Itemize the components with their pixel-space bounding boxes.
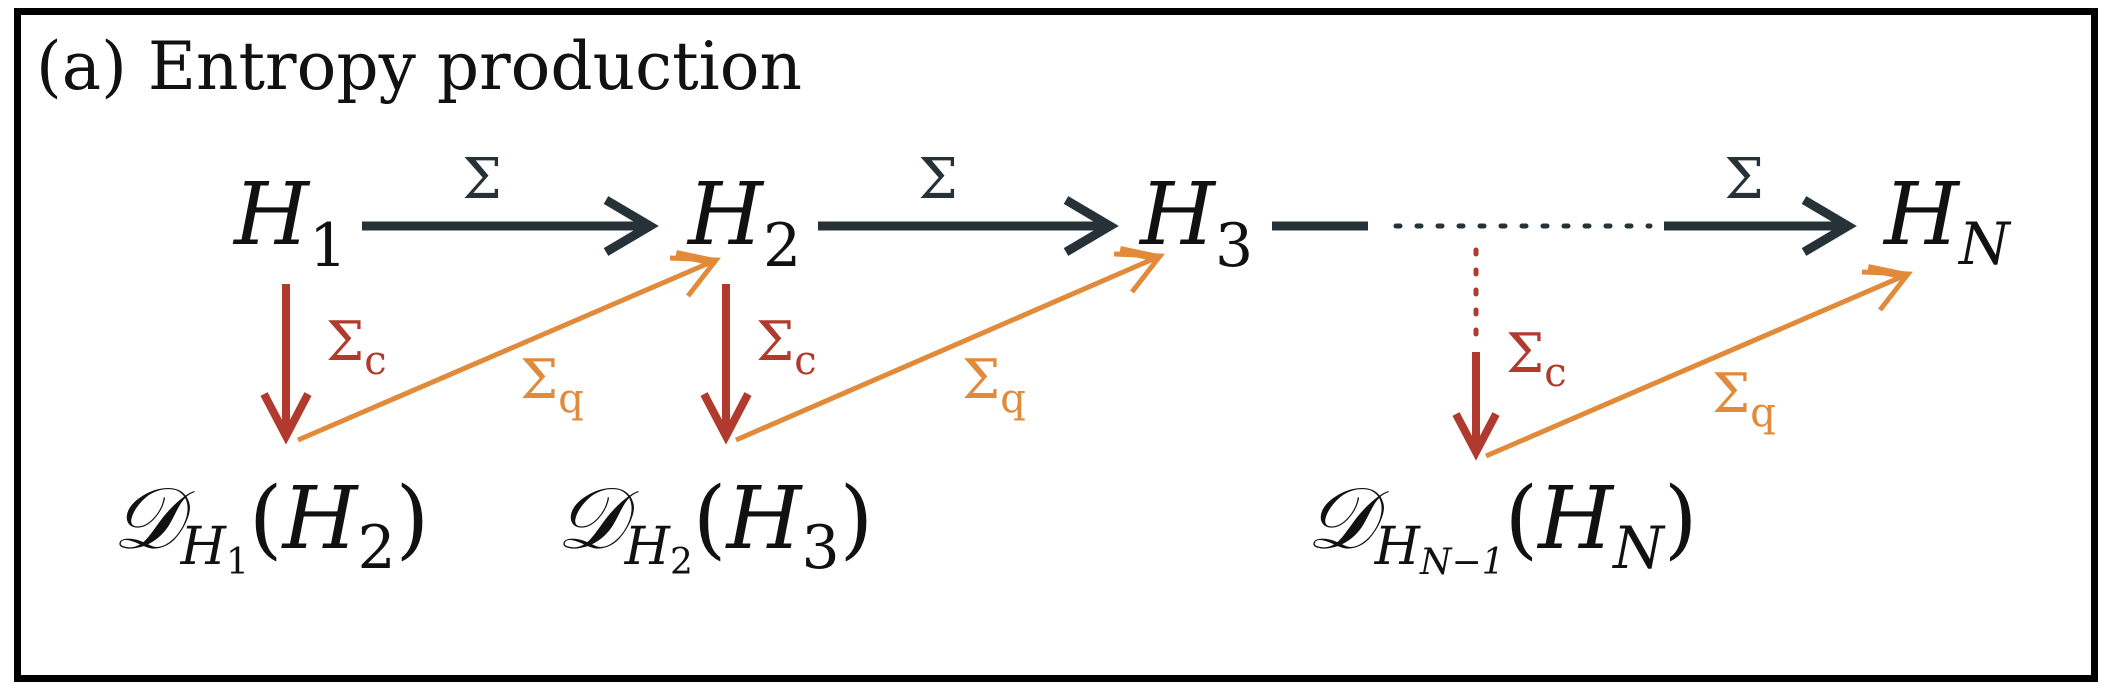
sigma-c-arrow-1 — [260, 284, 312, 445]
sigma-q-label-2: Σq — [962, 348, 1026, 422]
sigma-label-1: Σ — [462, 147, 502, 212]
sigma-c-label-2: Σc — [756, 310, 817, 384]
node-h2: H2 — [686, 165, 801, 281]
figure-frame — [14, 8, 2098, 682]
sigma-q-label-n: Σq — [1712, 362, 1776, 436]
node-hn: HN — [1882, 165, 2012, 278]
arrow-h2-h3 — [818, 196, 1119, 256]
sigma-q-label-1: Σq — [520, 348, 584, 422]
sigma-c-arrow-2 — [700, 284, 752, 445]
sigma-c-label-1: Σc — [326, 310, 387, 384]
node-d-h1-h2: 𝒟H1(H2) — [112, 469, 429, 583]
sigma-q-arrow-n — [1485, 264, 1913, 459]
sigma-q-arrow-2 — [735, 246, 1165, 443]
node-d-hn1-hn: 𝒟HN−1(HN) — [1306, 469, 1697, 583]
node-h3: H3 — [1138, 165, 1253, 281]
arrow-to-hn — [1664, 196, 1857, 256]
panel-title: (a) Entropy production — [36, 28, 802, 105]
arrow-h1-h2 — [362, 196, 659, 256]
sigma-c-arrow-n — [1452, 352, 1500, 461]
sigma-label-2: Σ — [918, 147, 958, 212]
node-h1: H1 — [232, 165, 347, 281]
sigma-q-arrow-1 — [297, 250, 721, 443]
sigma-label-3: Σ — [1724, 147, 1764, 212]
node-d-h2-h3: 𝒟H2(H3) — [556, 469, 873, 583]
sigma-c-label-n: Σc — [1506, 322, 1567, 396]
